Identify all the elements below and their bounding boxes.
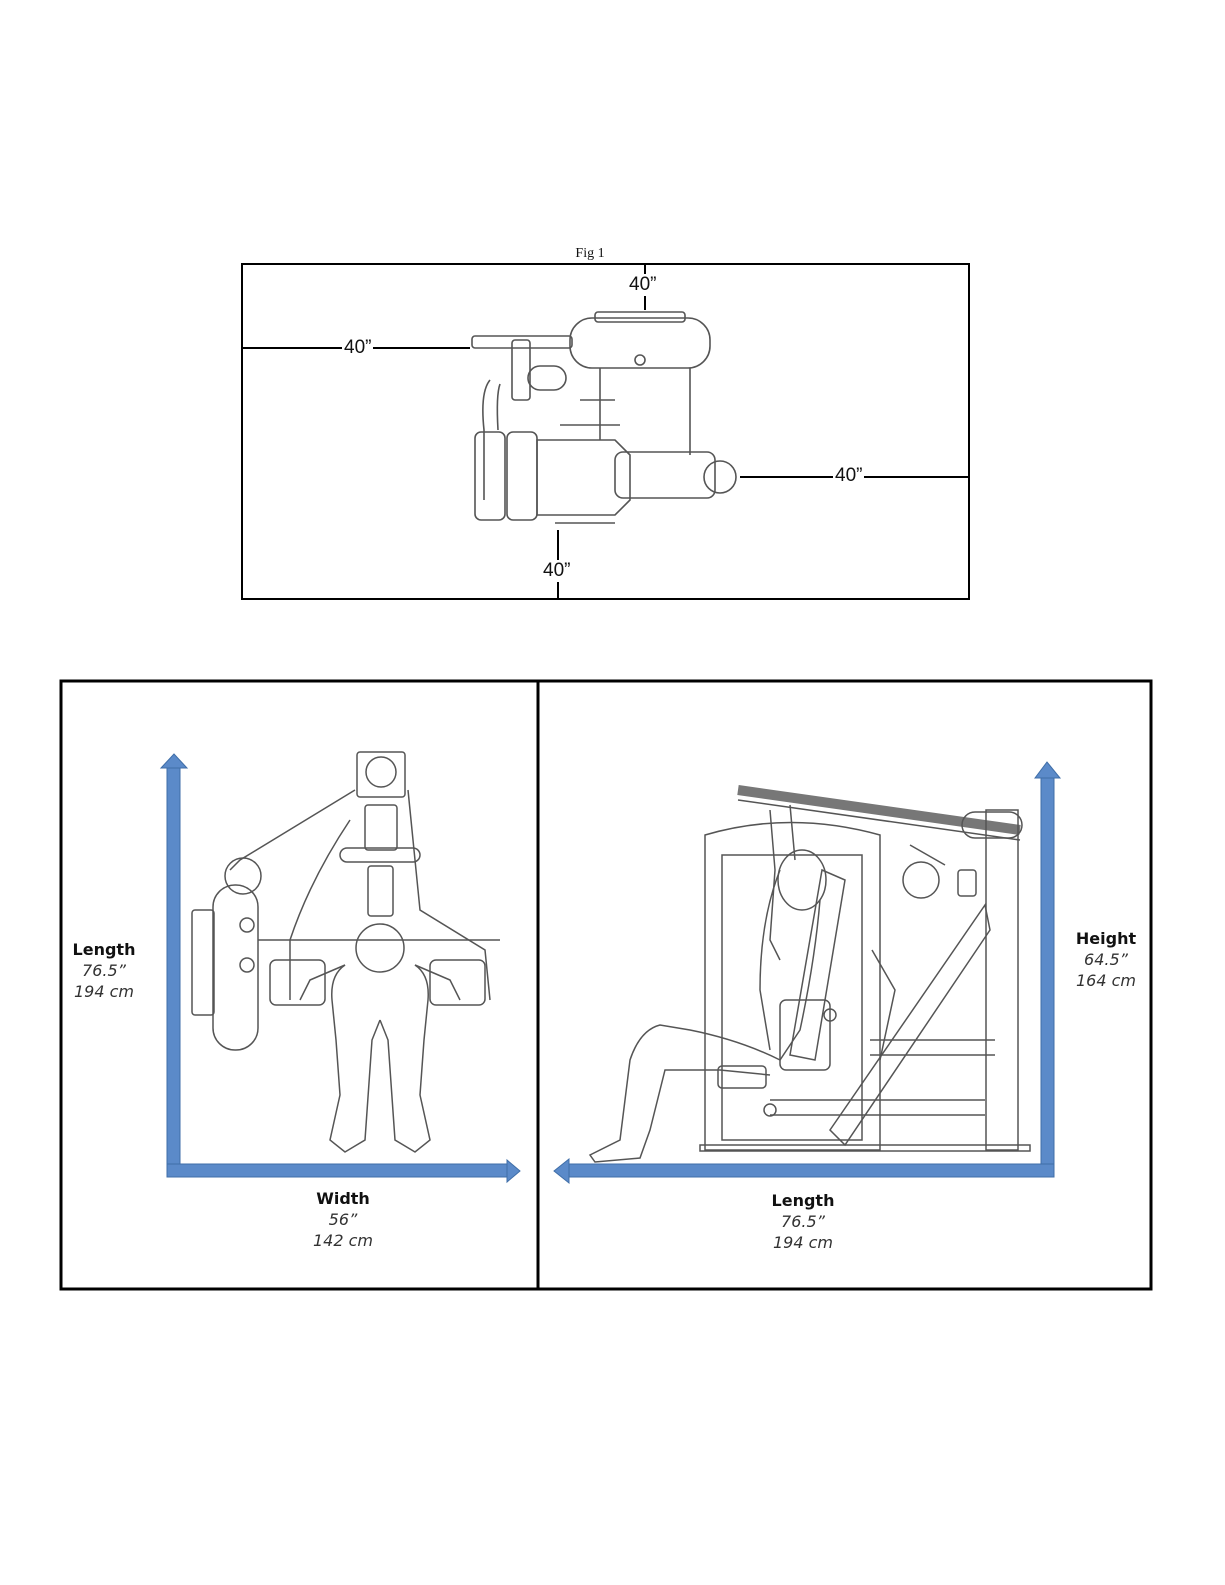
top-view-length-inches: 76.5” [64, 961, 144, 982]
side-view-length-measure: Length 76.5” 194 cm [763, 1191, 843, 1253]
top-view-length-arrow [161, 754, 187, 1176]
top-view-width-cm: 142 cm [303, 1231, 383, 1252]
side-view-length-cm: 194 cm [763, 1233, 843, 1254]
top-view-width-label: Width [303, 1189, 383, 1210]
top-view-width-inches: 56” [303, 1210, 383, 1231]
top-view-width-arrow [167, 1160, 520, 1182]
top-view-length-cm: 194 cm [64, 982, 144, 1003]
side-view-length-arrow [554, 1159, 1054, 1183]
dimensions-frame [61, 681, 1151, 1289]
side-view-length-inches: 76.5” [763, 1212, 843, 1233]
top-view-user-sketch [300, 924, 460, 1152]
side-view-length-label: Length [763, 1191, 843, 1212]
side-view-height-label: Height [1066, 929, 1146, 950]
top-view-length-label: Length [64, 940, 144, 961]
side-view-height-cm: 164 cm [1066, 971, 1146, 992]
side-view-user-sketch [590, 805, 826, 1162]
side-view-height-inches: 64.5” [1066, 950, 1146, 971]
top-view-length-measure: Length 76.5” 194 cm [64, 940, 144, 1002]
side-view-machine-sketch [700, 790, 1030, 1151]
side-view-height-arrow [1035, 762, 1060, 1169]
side-view-height-measure: Height 64.5” 164 cm [1066, 929, 1146, 991]
top-view-machine-sketch [192, 752, 500, 1050]
top-view-width-measure: Width 56” 142 cm [303, 1189, 383, 1251]
